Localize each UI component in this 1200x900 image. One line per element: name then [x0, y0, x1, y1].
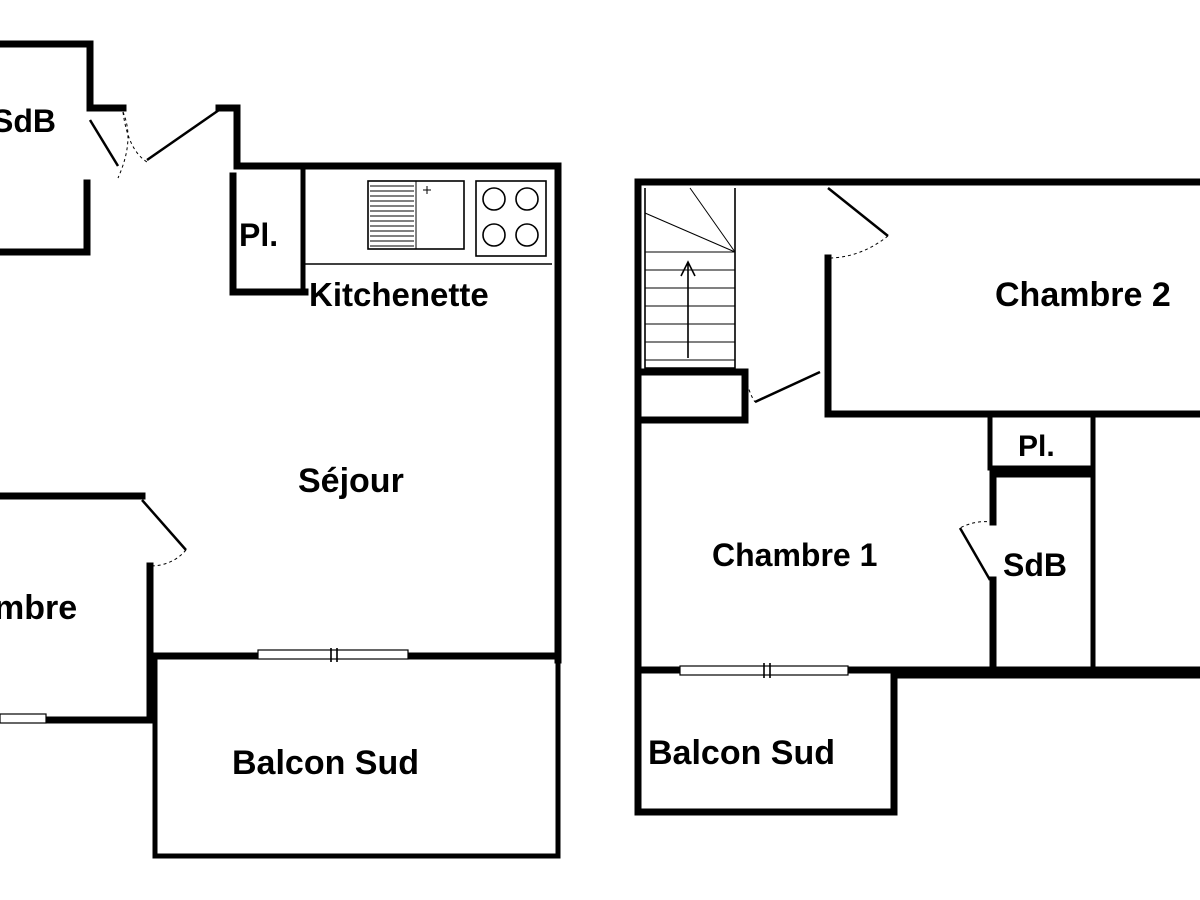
label-kitchenette: Kitchenette — [309, 276, 489, 313]
wall-chambre-left-side — [0, 562, 154, 724]
wall-right-outer — [634, 178, 1200, 816]
label-balcon-left: Balcon Sud — [232, 744, 419, 782]
stair-treads — [644, 187, 736, 361]
stair-frame — [644, 188, 736, 369]
door-swing — [117, 111, 129, 179]
wall-landing — [636, 368, 749, 424]
window-chambre-left — [0, 713, 47, 724]
label-sdb-right: SdB — [1003, 547, 1067, 583]
burner — [515, 223, 539, 247]
wall-sdb-left — [0, 40, 127, 112]
door-sdb-left — [88, 119, 120, 167]
door-sdb-right — [958, 527, 992, 581]
wall-sdb-left-lower — [0, 179, 91, 256]
door-swing — [149, 549, 187, 567]
burner — [482, 223, 506, 247]
wall-sdb-right — [989, 470, 1094, 676]
label-placard-left: Pl. — [239, 217, 278, 253]
sink-drainer — [370, 181, 431, 249]
window-mullion — [763, 663, 771, 678]
wall-placard-left — [229, 172, 309, 296]
left-unit — [0, 40, 562, 859]
right-unit — [634, 178, 1200, 816]
door-swing — [827, 235, 889, 259]
label-sdb-top-left: SdB — [0, 103, 56, 139]
cooktop — [475, 180, 547, 257]
label-sejour: Séjour — [298, 462, 404, 500]
label-chambre-1: Chambre 1 — [712, 537, 877, 573]
wall-balcon-left — [152, 657, 561, 859]
label-chambre-2: Chambre 2 — [995, 276, 1171, 314]
window-mullion — [330, 648, 338, 662]
label-chambre-left: mbre — [0, 589, 77, 627]
door-chambre-1 — [754, 370, 821, 404]
door-chambre-left — [141, 499, 187, 551]
label-placard-right: Pl. — [1018, 430, 1055, 463]
wall-entry — [215, 104, 562, 664]
door-swing — [122, 111, 148, 163]
burner — [515, 187, 539, 211]
door-swing — [959, 521, 994, 529]
burner — [482, 187, 506, 211]
door-entry — [146, 108, 220, 162]
door-chambre-2 — [827, 187, 889, 237]
stair-arrow — [680, 260, 696, 358]
label-balcon-right: Balcon Sud — [648, 734, 835, 772]
window-sejour — [257, 649, 409, 660]
wall-chambre-2 — [824, 254, 1200, 418]
